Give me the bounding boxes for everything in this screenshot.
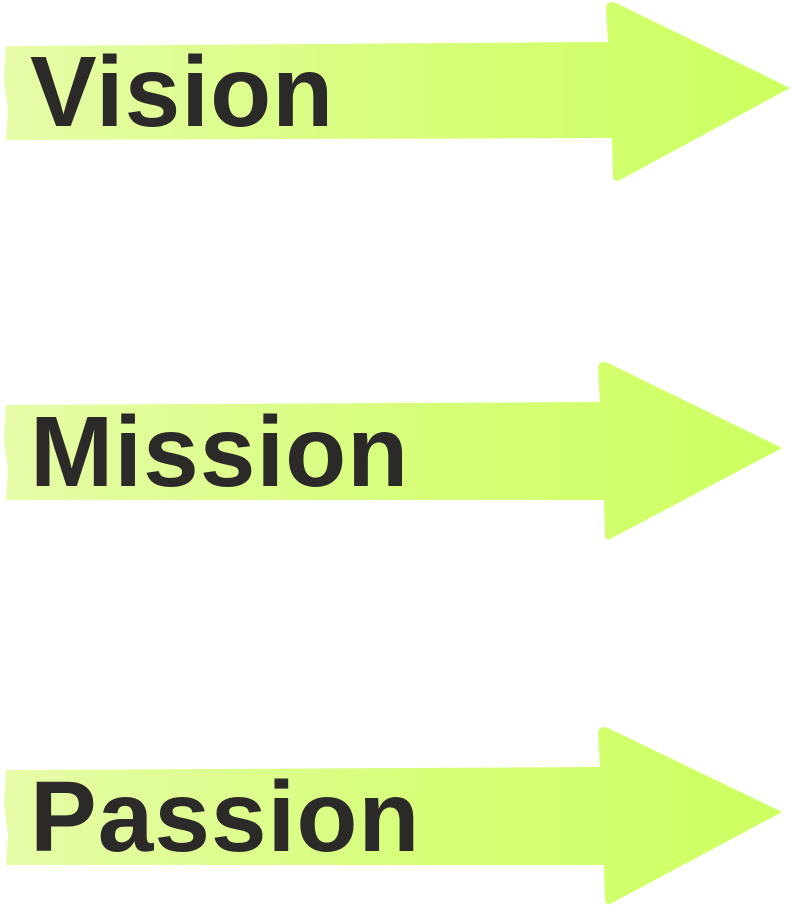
arrow-shape bbox=[4, 362, 782, 540]
arrow-shape bbox=[4, 2, 790, 181]
passion-label: Passion bbox=[30, 761, 421, 873]
mission-label: Mission bbox=[30, 396, 410, 508]
mission-arrow: Mission bbox=[0, 360, 792, 550]
arrow-shape bbox=[4, 727, 782, 905]
vision-arrow: Vision bbox=[0, 0, 792, 190]
passion-arrow: Passion bbox=[0, 725, 792, 915]
vision-label: Vision bbox=[30, 36, 335, 148]
